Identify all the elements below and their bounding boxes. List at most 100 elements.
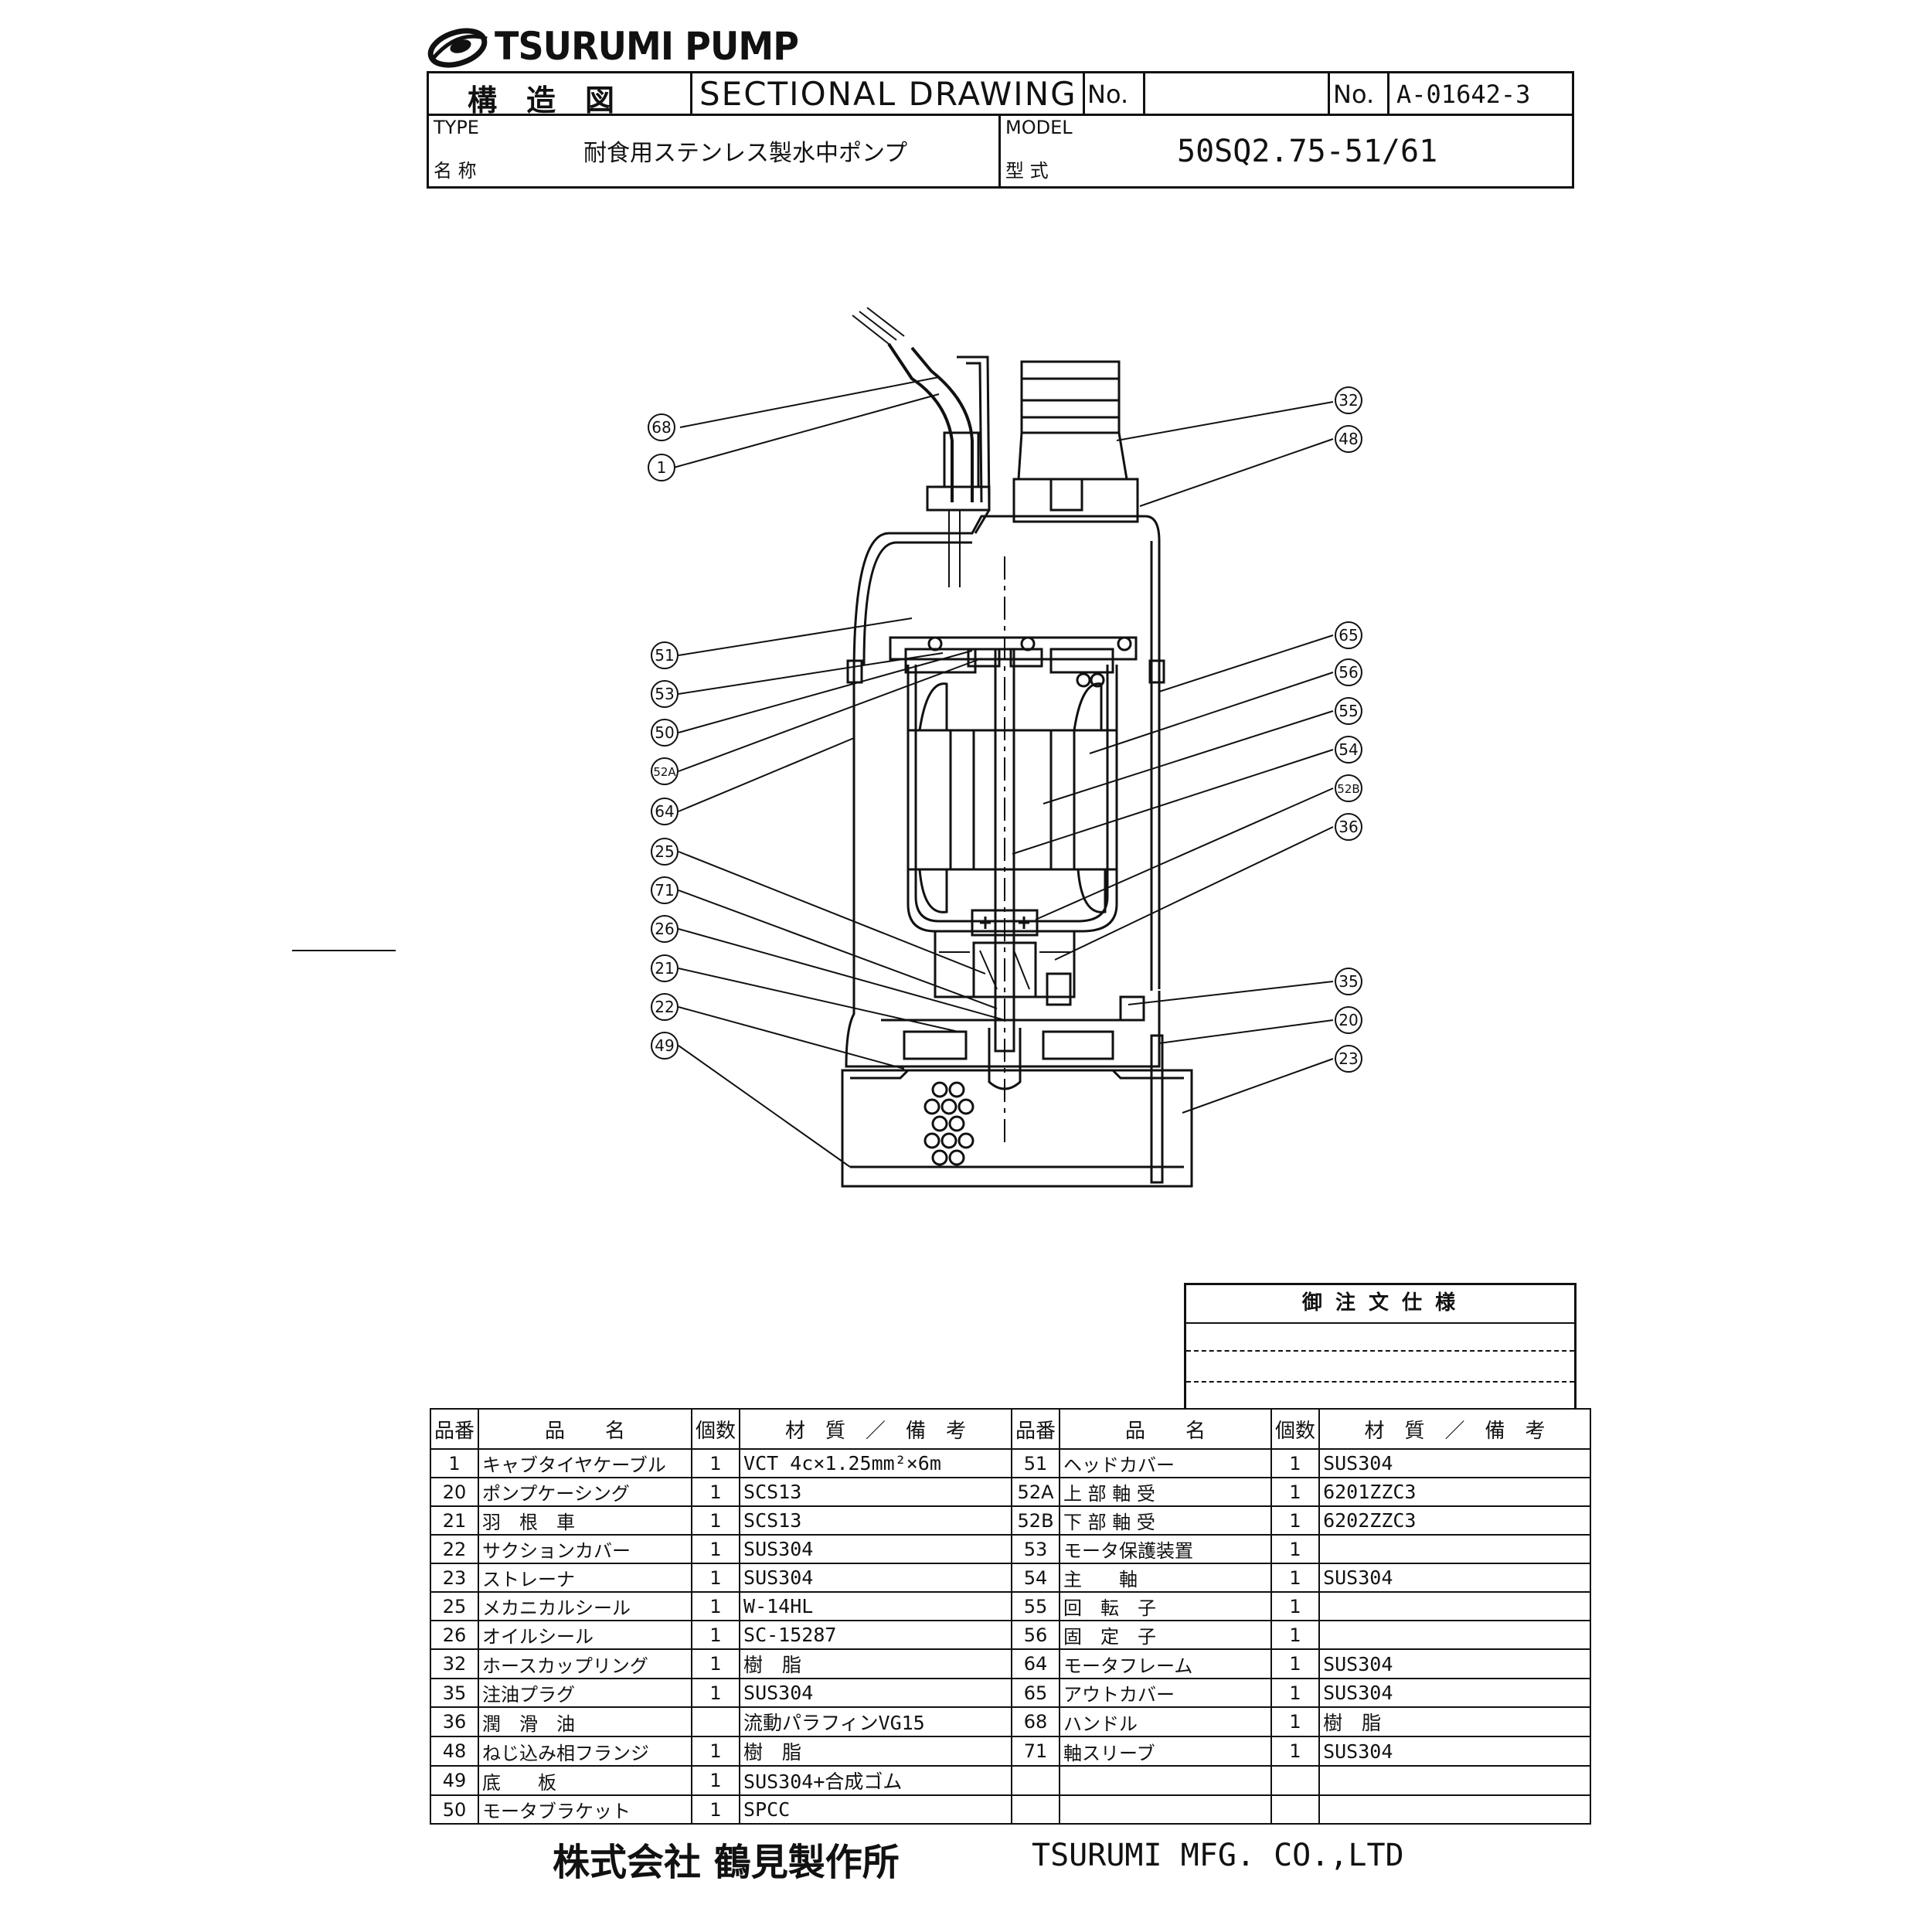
svg-text:26: 26 <box>655 920 674 938</box>
svg-text:54: 54 <box>1338 740 1358 759</box>
col-part-no: 品番 <box>429 1408 480 1450</box>
model-value: 50SQ2.75-51/61 <box>1177 134 1438 169</box>
table-cell: 36 <box>429 1706 480 1737</box>
table-cell: 下 部 軸 受 <box>1059 1505 1273 1536</box>
table-cell: ねじ込み相フランジ <box>478 1736 693 1767</box>
order-spec-title: 御 注 文 仕 様 <box>1301 1291 1459 1315</box>
svg-text:53: 53 <box>655 685 674 703</box>
table-cell: 32 <box>429 1648 480 1679</box>
table-cell: SUS304+合成ゴム <box>739 1765 1013 1796</box>
callout-35: 35 <box>1335 968 1362 995</box>
table-cell: 1 <box>691 1591 741 1621</box>
callout-68: 68 <box>648 413 675 441</box>
callout-53: 53 <box>651 680 679 708</box>
stator-rotor-shape <box>906 672 1118 913</box>
svg-text:64: 64 <box>655 802 674 821</box>
table-cell: 1 <box>429 1448 480 1478</box>
table-cell: SUS304 <box>739 1678 1013 1708</box>
table-cell: SUS304 <box>1318 1678 1592 1708</box>
table-cell: 1 <box>691 1534 741 1564</box>
svg-text:48: 48 <box>1338 430 1358 448</box>
kouzouzu-label: 構 造 図 <box>468 83 615 117</box>
type-label-jp: 名 称 <box>434 160 477 182</box>
table-cell: 1 <box>1270 1448 1321 1478</box>
pump-drawing <box>292 307 1334 1188</box>
table-cell: 1 <box>691 1620 741 1650</box>
svg-text:22: 22 <box>655 998 674 1016</box>
callout-36: 36 <box>1335 813 1362 841</box>
table-cell: 49 <box>429 1765 480 1796</box>
table-cell: 50 <box>429 1794 480 1825</box>
table-cell: 回 転 子 <box>1059 1591 1273 1621</box>
table-cell: 35 <box>429 1678 480 1708</box>
outer-cover-shape <box>846 515 1165 991</box>
svg-text:1: 1 <box>657 458 667 477</box>
table-cell: メカニカルシール <box>478 1591 693 1621</box>
callout-20: 20 <box>1335 1006 1362 1034</box>
table-cell: SUS304 <box>739 1534 1013 1564</box>
no-label-2: No. <box>1333 80 1375 109</box>
svg-text:25: 25 <box>655 842 674 861</box>
table-cell <box>1059 1794 1273 1825</box>
tsurumi-logo-icon <box>427 28 488 68</box>
table-cell: 軸スリーブ <box>1059 1736 1273 1767</box>
svg-text:52A: 52A <box>653 765 676 779</box>
callout-22: 22 <box>651 993 679 1021</box>
table-cell: 65 <box>1011 1678 1061 1708</box>
svg-text:21: 21 <box>655 959 674 978</box>
table-cell: 56 <box>1011 1620 1061 1650</box>
table-cell: 1 <box>691 1794 741 1825</box>
table-cell: 注油プラグ <box>478 1678 693 1708</box>
callout-54: 54 <box>1335 736 1362 764</box>
table-cell: 55 <box>1011 1591 1061 1621</box>
hose-coupling-shape <box>1012 360 1139 523</box>
table-cell: 20 <box>429 1477 480 1507</box>
cable-shape <box>852 307 991 587</box>
svg-text:55: 55 <box>1338 702 1358 720</box>
table-cell: 1 <box>691 1678 741 1708</box>
callout-25: 25 <box>651 838 679 866</box>
table-cell: ホースカップリング <box>478 1648 693 1679</box>
callout-49: 49 <box>651 1032 679 1060</box>
table-cell: 54 <box>1011 1563 1061 1593</box>
order-spec-box: 御 注 文 仕 様 <box>1184 1283 1577 1410</box>
table-cell: 主 軸 <box>1059 1563 1273 1593</box>
table-cell <box>1059 1765 1273 1796</box>
table-cell: 1 <box>691 1505 741 1536</box>
table-cell: 1 <box>1270 1620 1321 1650</box>
svg-text:65: 65 <box>1338 626 1358 645</box>
callout-52a: 52A <box>651 757 679 785</box>
strainer-shape <box>841 1069 1193 1188</box>
svg-text:50: 50 <box>655 723 674 742</box>
table-cell: SCS13 <box>739 1477 1013 1507</box>
table-cell: 1 <box>691 1448 741 1478</box>
callout-32: 32 <box>1335 386 1362 414</box>
col-material-2: 材 質 ／ 備 考 <box>1318 1408 1592 1450</box>
table-cell: 1 <box>1270 1591 1321 1621</box>
table-cell: 上 部 軸 受 <box>1059 1477 1273 1507</box>
table-cell: 1 <box>691 1477 741 1507</box>
callout-56: 56 <box>1335 658 1362 686</box>
table-cell: 48 <box>429 1736 480 1767</box>
svg-text:32: 32 <box>1338 391 1358 410</box>
sectional-drawing-label: SECTIONAL DRAWING <box>699 75 1077 113</box>
table-cell: 52A <box>1011 1477 1061 1507</box>
table-cell <box>1270 1765 1321 1796</box>
svg-text:52B: 52B <box>1337 782 1359 796</box>
table-cell <box>1318 1534 1592 1564</box>
table-cell: 51 <box>1011 1448 1061 1478</box>
table-cell: ハンドル <box>1059 1706 1273 1737</box>
logo-text: TSURUMI PUMP <box>495 24 799 69</box>
table-cell: 1 <box>1270 1736 1321 1767</box>
table-cell: SC-15287 <box>739 1620 1013 1650</box>
type-value: 耐食用ステンレス製水中ポンプ <box>583 140 908 167</box>
